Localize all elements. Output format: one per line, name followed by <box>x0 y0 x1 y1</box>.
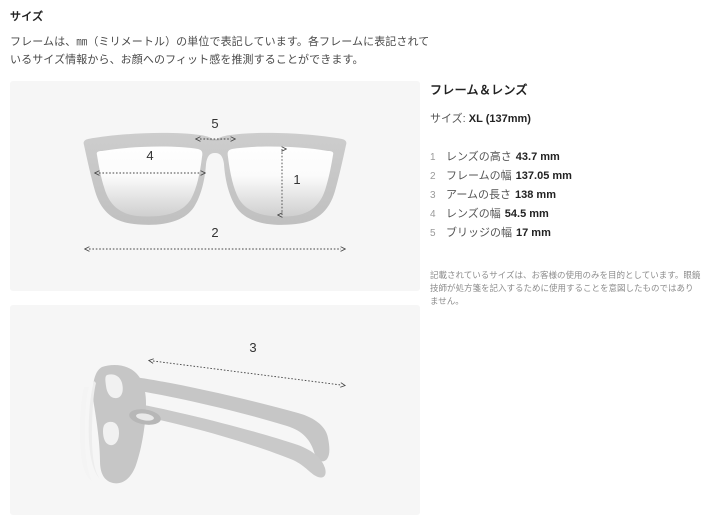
measurement-label: レンズの幅 <box>446 208 501 220</box>
measurement-value: 43.7 mm <box>515 151 560 163</box>
measurement-list: 1 レンズの高さ 43.7 mm 2 フレームの幅 137.05 mm 3 アー… <box>430 148 720 243</box>
measurement-number: 5 <box>430 228 436 239</box>
side-lens-face <box>80 387 92 481</box>
callout-4-lens-width: 4 <box>99 148 201 173</box>
frame-front-block <box>92 365 146 484</box>
measurement-disclaimer: 記載されているサイズは、お客様の使用のみを目的としています。眼鏡技師が処方箋を記… <box>430 270 701 306</box>
frame-lens-info: フレーム＆レンズ サイズ: XL (137mm) 1 レンズの高さ 43.7 m… <box>420 81 720 308</box>
measurement-value: 54.5 mm <box>504 208 549 220</box>
callout-3-arrow <box>153 361 341 385</box>
callout-4-label: 4 <box>146 148 153 163</box>
measurement-number: 3 <box>430 190 436 201</box>
size-label: サイズ: <box>430 113 466 125</box>
measurement-label: フレームの幅 <box>446 170 512 182</box>
callout-2-label: 2 <box>211 225 218 240</box>
measurement-label: レンズの高さ <box>446 151 512 163</box>
front-view-panel: 5 4 1 2 <box>10 81 420 291</box>
measurement-number: 2 <box>430 171 436 182</box>
size-value: XL (137mm) <box>468 113 531 125</box>
page-title: サイズ <box>10 11 44 23</box>
size-value-line: サイズ: XL (137mm) <box>430 110 720 126</box>
measurement-row-3: 3 アームの長さ 138 mm <box>430 186 720 205</box>
measurement-value: 17 mm <box>516 227 551 239</box>
hinge-cutout-lower <box>103 421 119 446</box>
measurement-row-5: 5 ブリッジの幅 17 mm <box>430 224 720 243</box>
measurement-label: ブリッジの幅 <box>446 227 512 239</box>
size-section-header: サイズ フレームは、㎜（ミリメートル）の単位で表記しています。各フレームに表記さ… <box>0 0 720 69</box>
callout-5-label: 5 <box>211 116 218 131</box>
callout-3-temple-length: 3 <box>153 340 341 385</box>
measurement-value: 137.05 mm <box>515 170 572 182</box>
measurement-label: アームの長さ <box>446 189 512 201</box>
callout-5-bridge-width: 5 <box>200 116 231 139</box>
diagram-column: 5 4 1 2 <box>0 81 420 515</box>
measurement-row-2: 2 フレームの幅 137.05 mm <box>430 167 720 186</box>
size-description-text: フレームは、㎜（ミリメートル）の単位で表記しています。各フレームに表記されている… <box>10 36 430 66</box>
left-lens <box>96 146 203 217</box>
hinge-cutout-upper <box>105 374 123 399</box>
size-content: 5 4 1 2 <box>0 81 720 515</box>
callout-3-label: 3 <box>249 340 256 355</box>
callout-1-lens-height: 1 <box>282 149 301 215</box>
sunglasses-front-view-svg: 5 4 1 2 <box>83 116 347 291</box>
measurement-row-4: 4 レンズの幅 54.5 mm <box>430 205 720 224</box>
measurement-value: 138 mm <box>515 189 556 201</box>
sunglasses-side-view-svg: 3 <box>80 340 420 484</box>
oakley-o-logo-icon <box>129 409 161 425</box>
measurement-row-1: 1 レンズの高さ 43.7 mm <box>430 148 720 167</box>
side-lens-edge <box>88 381 100 479</box>
callout-1-label: 1 <box>293 172 300 187</box>
frame-lens-title: フレーム＆レンズ <box>430 83 528 97</box>
measurement-number: 4 <box>430 209 436 220</box>
side-view-panel: 3 <box>10 305 420 515</box>
callout-2-frame-width: 2 <box>89 225 341 249</box>
measurement-number: 1 <box>430 152 436 163</box>
